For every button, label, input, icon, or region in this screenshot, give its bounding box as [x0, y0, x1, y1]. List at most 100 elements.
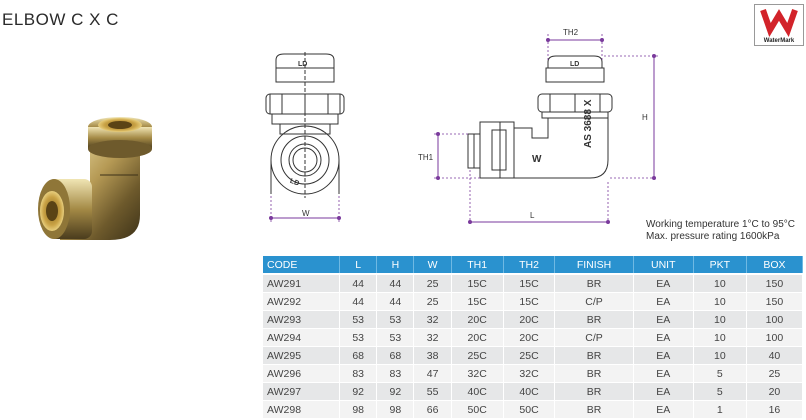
dim-w: W — [269, 196, 341, 222]
table-cell: 83 — [339, 364, 378, 383]
table-cell: 20C — [451, 328, 504, 347]
table-cell: 15C — [451, 274, 504, 293]
nut-text-side: LD — [570, 61, 579, 68]
dim-l: L — [468, 170, 610, 226]
table-cell: BR — [554, 400, 634, 419]
dim-label-th2: TH2 — [563, 28, 579, 37]
table-cell: 10 — [693, 310, 747, 329]
table-cell: BR — [554, 364, 634, 383]
column-header: TH1 — [451, 256, 504, 275]
dim-th1: TH1 — [418, 132, 480, 180]
table-cell: 40C — [503, 382, 556, 401]
nut-text-top: LD — [298, 61, 307, 68]
table-cell: 68 — [376, 346, 415, 365]
table-cell: 100 — [746, 310, 804, 329]
table-cell: BR — [554, 310, 634, 329]
column-header: PKT — [693, 256, 747, 275]
column-header: FINISH — [554, 256, 634, 275]
table-cell: EA — [633, 292, 694, 311]
dim-label-l: L — [530, 211, 535, 220]
table-cell: AW291 — [263, 274, 341, 293]
table-cell: 44 — [339, 274, 378, 293]
table-cell: 40 — [746, 346, 804, 365]
table-cell: 53 — [339, 310, 378, 329]
table-cell: AW298 — [263, 400, 341, 419]
column-header: UNIT — [633, 256, 694, 275]
table-cell: 32C — [503, 364, 556, 383]
table-cell: 50C — [451, 400, 504, 419]
product-photo — [38, 117, 152, 240]
pressure-rating: Max. pressure rating 1600kPa — [646, 231, 780, 242]
table-cell: 66 — [413, 400, 452, 419]
table-cell: 98 — [376, 400, 415, 419]
table-cell: 15C — [451, 292, 504, 311]
table-cell: 44 — [339, 292, 378, 311]
table-cell: 92 — [376, 382, 415, 401]
column-header: BOX — [746, 256, 804, 275]
dim-th2: TH2 — [546, 28, 604, 60]
column-header: W — [413, 256, 452, 275]
spec-table: CODE L H W TH1 TH2 FINISH UNIT PKT BOX A… — [263, 256, 804, 419]
table-cell: 10 — [693, 274, 747, 293]
table-cell: 20C — [503, 328, 556, 347]
dim-label-w: W — [302, 209, 310, 218]
table-cell: 32C — [451, 364, 504, 383]
dim-label-h: H — [642, 113, 648, 122]
watermark-logo-icon — [760, 9, 798, 38]
column-header: H — [376, 256, 415, 275]
table-cell: 5 — [693, 364, 747, 383]
table-cell: EA — [633, 364, 694, 383]
table-cell: 32 — [413, 328, 452, 347]
nut-text-front: LD — [289, 178, 300, 188]
table-cell: 25C — [503, 346, 556, 365]
table-cell: C/P — [554, 292, 634, 311]
table-cell: EA — [633, 346, 694, 365]
page-title: ELBOW C X C — [2, 10, 119, 29]
stamp-text: AS 3688 X — [583, 99, 594, 148]
table-cell: BR — [554, 274, 634, 293]
table-cell: 25 — [746, 364, 804, 383]
table-cell: EA — [633, 400, 694, 419]
technical-drawing: W TH2 H TH1 — [265, 28, 658, 226]
table-cell: 25 — [413, 274, 452, 293]
table-cell: 50C — [503, 400, 556, 419]
dim-h: H — [604, 54, 658, 180]
table-cell: 47 — [413, 364, 452, 383]
table-cell: BR — [554, 346, 634, 365]
working-temperature: Working temperature 1°C to 95°C — [646, 219, 795, 230]
table-cell: 150 — [746, 292, 804, 311]
table-cell: 25 — [413, 292, 452, 311]
table-cell: 44 — [376, 292, 415, 311]
table-cell: EA — [633, 274, 694, 293]
watermark-logo: WaterMark — [754, 4, 804, 46]
column-header: TH2 — [503, 256, 556, 275]
table-cell: 10 — [693, 328, 747, 347]
table-cell: 10 — [693, 346, 747, 365]
table-cell: 15C — [503, 274, 556, 293]
table-cell: AW294 — [263, 328, 341, 347]
table-cell: AW292 — [263, 292, 341, 311]
table-cell: C/P — [554, 328, 634, 347]
stamp-mark: W — [532, 154, 542, 165]
spec-notes: Working temperature 1°C to 95°C Max. pre… — [646, 219, 795, 243]
table-cell: EA — [633, 310, 694, 329]
watermark-logo-label: WaterMark — [763, 38, 795, 44]
table-cell: 40C — [451, 382, 504, 401]
table-cell: EA — [633, 382, 694, 401]
table-cell: BR — [554, 382, 634, 401]
table-cell: 1 — [693, 400, 747, 419]
table-cell: 20C — [451, 310, 504, 329]
table-cell: 68 — [339, 346, 378, 365]
table-cell: 15C — [503, 292, 556, 311]
table-cell: 55 — [413, 382, 452, 401]
table-cell: 16 — [746, 400, 804, 419]
table-cell: 10 — [693, 292, 747, 311]
table-header-row: CODE L H W TH1 TH2 FINISH UNIT PKT BOX — [263, 256, 804, 275]
